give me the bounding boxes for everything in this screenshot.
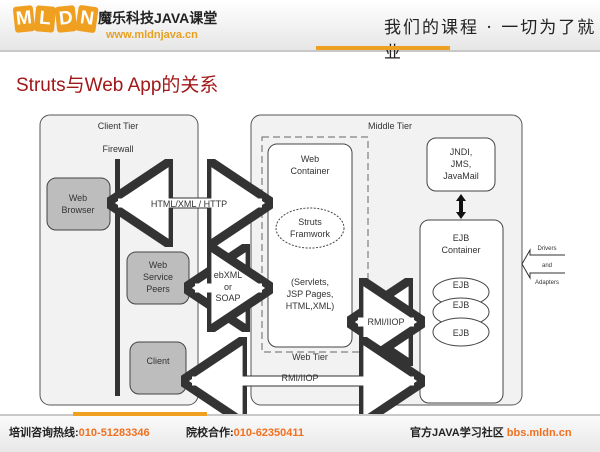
coop: 院校合作:010-62350411 [186,424,304,440]
drivers-label: Drivers [538,246,557,252]
web-container-label: Container [290,166,329,176]
client-tier-label: Client Tier [98,121,139,131]
middle-tier-label: Middle Tier [368,121,412,131]
struts-label: Framwork [290,229,330,239]
firewall-bar [115,159,120,396]
coop-label: 院校合作: [186,427,234,439]
hotline-label: 培训咨询热线: [9,427,79,439]
firewall-label: Firewall [102,144,133,154]
web-container-label: Web [301,154,319,164]
site-url: www.mldnjava.cn [106,29,198,41]
community: 官方JAVA学习社区 bbs.mldn.cn [410,424,572,440]
community-link[interactable]: bbs.mldn.cn [506,427,572,439]
rmi-web-label: RMI/IIOP [367,317,404,327]
ejb-label: EJB [453,280,470,290]
coop-number: 010-62350411 [233,427,305,439]
web-tier-label: Web Tier [292,352,328,362]
struts-framework-cloud [275,207,345,249]
web-browser-box [46,177,111,231]
ebxml-label: SOAP [215,293,240,303]
web-contents-label: HTML,XML) [286,301,335,311]
ebxml-label: or [224,282,232,292]
drivers-label: Adapters [535,280,559,286]
web-browser-label: Browser [61,205,94,215]
footer-accent-line [73,412,207,416]
drivers-label: and [542,263,552,269]
http-arrow-label: HTML/XML / HTTP [151,199,227,209]
web-contents-label: JSP Pages, [287,289,334,299]
jndi-ejb-arrow [456,194,466,219]
footer-bar [0,414,600,452]
struts-label: Struts [298,217,322,227]
web-contents-label: (Servlets, [291,277,329,287]
brand-name: 魔乐科技JAVA课堂 [98,10,218,26]
ejb-container-label: EJB [453,233,470,243]
community-label: 官方JAVA学习社区 [410,427,504,439]
ejb-container-label: Container [441,245,480,255]
jndi-label: JMS, [451,159,472,169]
ejb-label: EJB [453,300,470,310]
web-service-peers-label: Peers [146,284,170,294]
ejb-oval [432,317,490,347]
web-browser-label: Web [69,193,87,203]
hotline: 培训咨询热线:010-51283346 [9,424,150,440]
ejb-label: EJB [453,328,470,338]
slide-title: Struts与Web App的关系 [16,75,219,96]
ebxml-label: ebXML [214,270,243,280]
rmi-client-label: RMI/IIOP [281,373,318,383]
jndi-label: JNDI, [450,147,473,157]
header-bar [0,0,600,52]
web-service-peers-label: Service [143,272,173,282]
jndi-box [426,137,496,192]
client-box [129,341,187,395]
web-service-peers-label: Web [149,260,167,270]
client-label: Client [146,356,170,366]
drivers-arrow [521,248,565,280]
hotline-number: 010-51283346 [78,427,150,439]
header-accent-line [316,46,450,50]
jndi-label: JavaMail [443,171,479,181]
